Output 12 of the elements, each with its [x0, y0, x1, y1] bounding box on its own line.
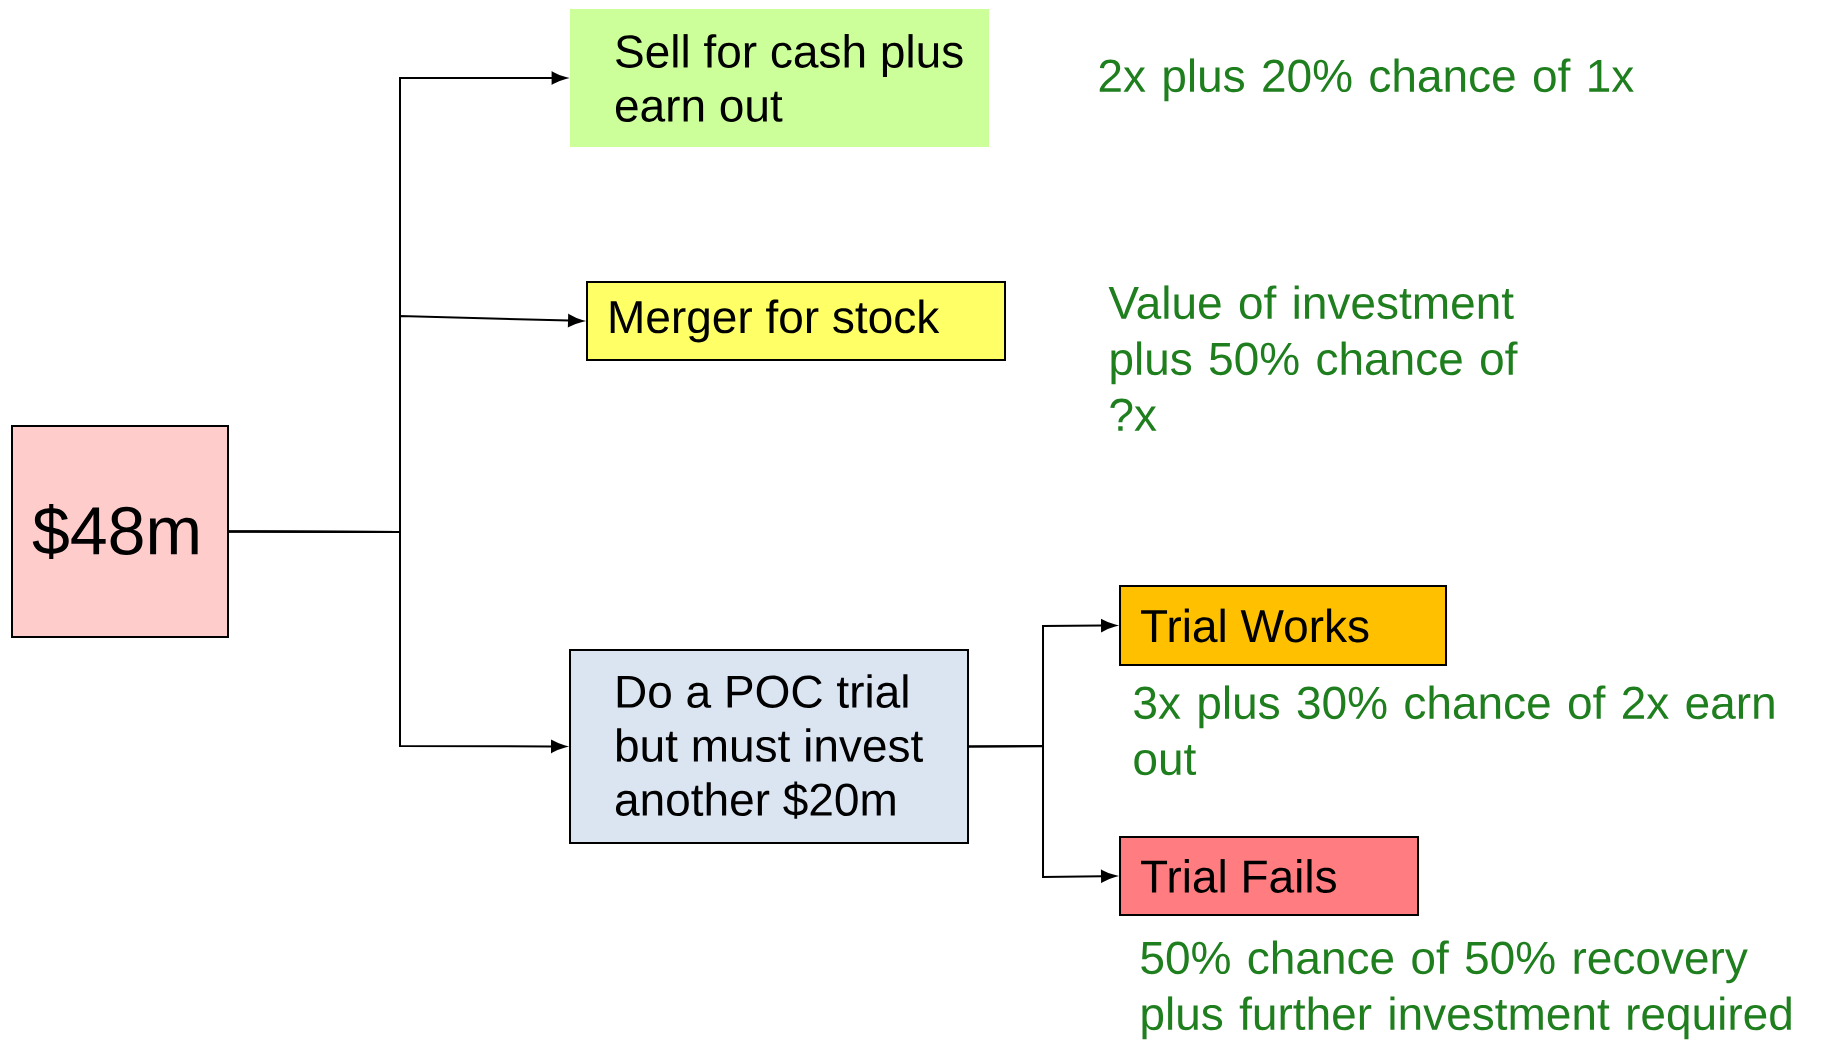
process-box: $48m: [11, 425, 229, 638]
arrow: [968, 745, 1117, 883]
process-box: Merger for stock: [586, 281, 1006, 361]
arrow: [228, 530, 567, 753]
outcome-note: 2x plus 20% chance of 1x: [1099, 58, 1634, 102]
outcome-note: 50% chance of 50% recovery plus further investment required: [1141, 940, 1791, 1040]
outcome-note: Value of investment plus 50% chance of ?x: [1108, 285, 1518, 431]
process-box: Trial Fails: [1119, 836, 1419, 916]
process-box: Do a POC trial but must invest another $20m: [569, 649, 969, 844]
process-box: Trial Works: [1119, 585, 1447, 666]
outcome-note: 3x plus 30% chance of 2x earn out: [1134, 685, 1774, 776]
process-box: Sell for cash plus earn out: [570, 9, 989, 147]
